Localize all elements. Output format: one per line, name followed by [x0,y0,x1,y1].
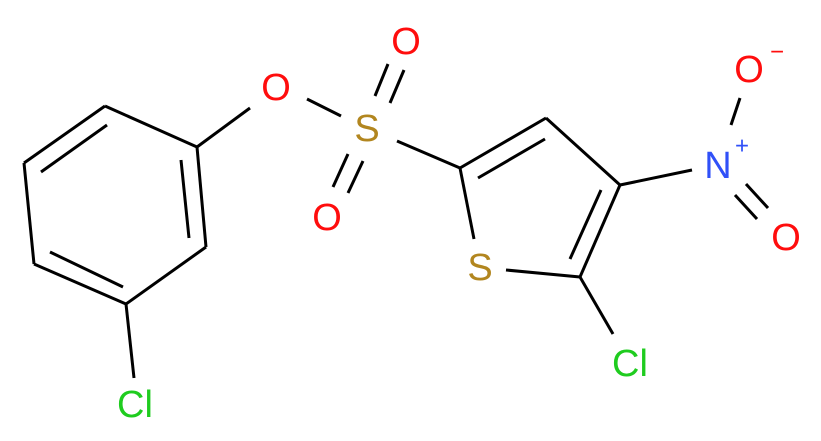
atom-o-ester: O [261,67,291,109]
charge-minus: − [770,39,784,66]
bond-c-o-ester [196,106,251,149]
atom-o-s-bottom: O [312,197,342,239]
atom-o-nitro-minus: O [734,49,764,91]
bond-n-o-double-a [733,193,759,221]
bond-c-cl1 [124,303,136,379]
benzene-ring [22,104,208,306]
bond-s-o-top-a [373,63,390,97]
bond-s-o-bottom-a [331,153,350,188]
bond-s-c2 [396,139,461,170]
bond-c4-n [619,168,693,187]
atom-o-nitro-double: O [771,217,801,259]
bond-c5-cl2 [578,276,615,335]
atom-cl1: Cl [117,384,153,426]
charge-plus: + [735,133,749,160]
atom-n-nitro: N [704,145,731,187]
bond-n-o-minus [729,97,742,126]
thiophene-ring [458,116,622,279]
atom-s-thiophene: S [467,247,492,289]
bond-n-o-double-b [744,182,770,210]
atom-cl2: Cl [612,343,648,385]
atom-s-sulfonyl: S [354,108,379,150]
atom-o-s-top: O [391,21,421,63]
bond-o-s [306,97,342,118]
bond-s-o-top-b [388,69,406,104]
bond-s-o-bottom-b [346,160,365,194]
